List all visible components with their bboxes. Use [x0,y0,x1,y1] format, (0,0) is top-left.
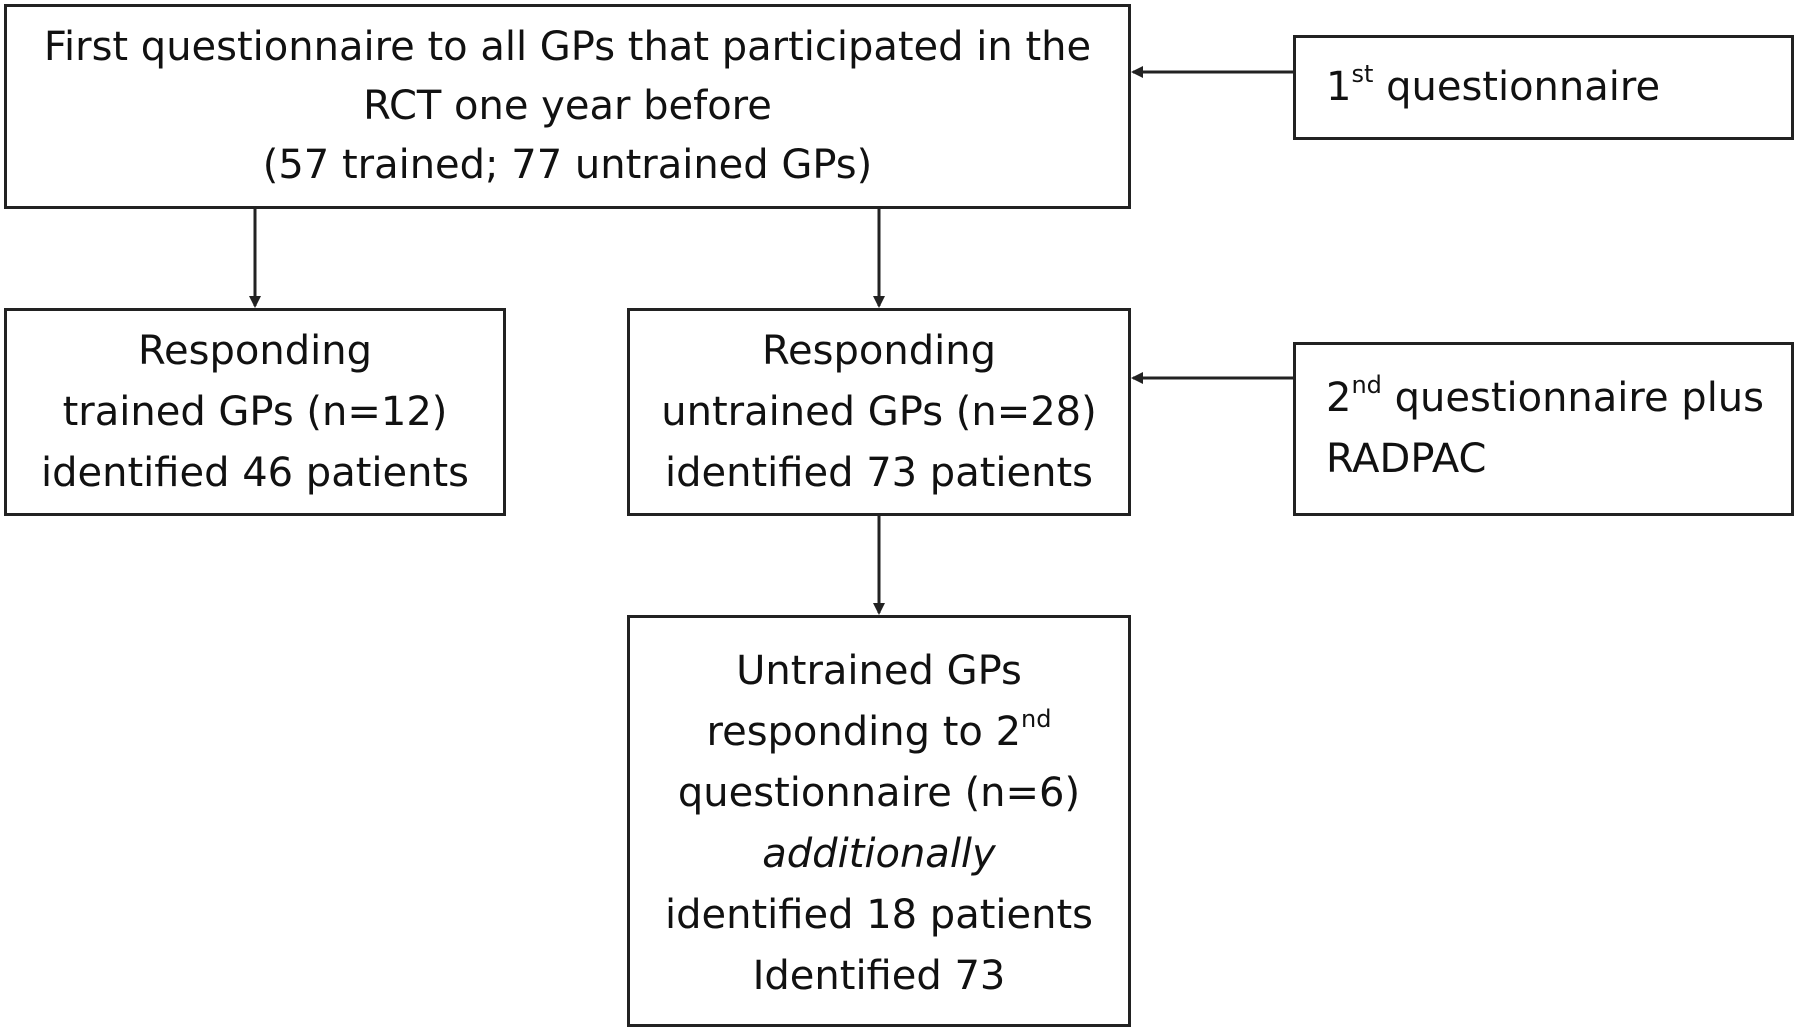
trained-line-2: trained GPs (n=12) [62,388,448,435]
first-box-line-1: First questionnaire to all GPs that part… [43,24,1092,70]
first-box-line-3: (57 trained; 77 untrained GPs) [262,142,873,188]
final-line-6: Identified 73 [752,953,1006,999]
untrained-line-3: identified 73 patients [665,449,1093,496]
trained-line-1: Responding [138,327,372,374]
q1-number: 1 [1326,64,1352,110]
first-questionnaire-label-box: 1st questionnaire [1293,35,1794,140]
untrained-gps-box: Responding untrained GPs (n=28) identifi… [627,308,1131,516]
trained-line-3: identified 46 patients [41,449,469,496]
final-line-2: responding to 2nd [707,702,1052,763]
final-line-5: identified 18 patients [665,892,1093,938]
q2-line-2: RADPAC [1326,436,1487,482]
final-line-4: additionally [762,824,995,885]
trained-gps-box: Responding trained GPs (n=12) identified… [4,308,506,516]
q2-number: 2 [1326,375,1352,421]
q2-label: 2nd questionnaire plus [1326,368,1791,429]
final-line-2-superscript: nd [1021,705,1052,733]
untrained-line-1: Responding [762,327,996,374]
final-line-1: Untrained GPs [736,648,1022,694]
final-line-3: questionnaire (n=6) [677,770,1081,816]
first-questionnaire-box: First questionnaire to all GPs that part… [4,4,1131,209]
q2-superscript: nd [1351,371,1382,399]
untrained-second-response-box: Untrained GPs responding to 2nd question… [627,615,1131,1027]
q1-superscript: st [1351,60,1374,88]
first-box-line-2: RCT one year before [363,83,772,129]
final-line-4-italic: additionally [762,831,996,877]
second-questionnaire-label-box: 2nd questionnaire plus RADPAC [1293,342,1794,516]
q1-text: questionnaire [1373,64,1661,110]
final-line-2-text: responding to 2 [706,709,1022,755]
untrained-line-2: untrained GPs (n=28) [661,388,1097,435]
q1-label: 1st questionnaire [1326,57,1791,118]
q2-text: questionnaire plus [1381,375,1764,421]
